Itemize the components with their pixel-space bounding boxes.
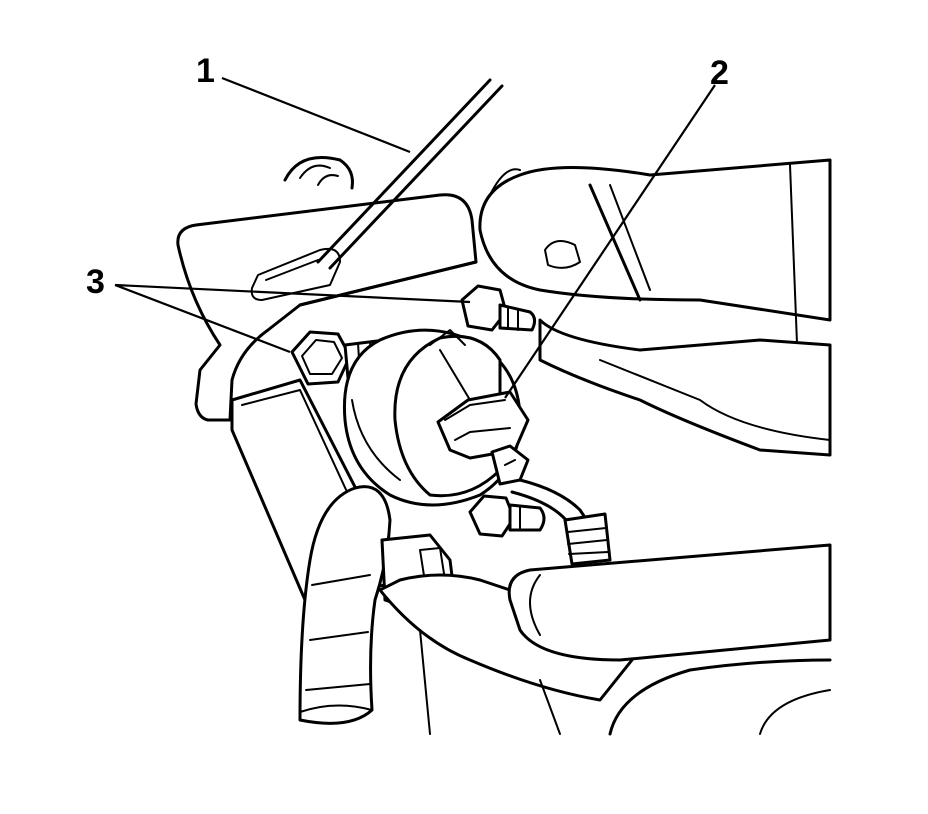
upper-mounting-bolt (460, 284, 537, 332)
callout-3: 3 (86, 263, 105, 301)
leader-line-2 (504, 84, 716, 399)
upper-left-fragment (283, 156, 354, 190)
lower-right-fragment (608, 658, 832, 736)
right-body (538, 318, 832, 457)
leader-line-3a (114, 283, 291, 354)
leader-line-1 (221, 76, 411, 154)
upper-hose (478, 158, 832, 421)
wire-harness (510, 478, 612, 566)
lower-left-hose (298, 485, 392, 725)
leader-lines (114, 76, 716, 399)
mounting-bracket (176, 193, 478, 422)
electrical-connector (436, 390, 530, 486)
callout-2: 2 (710, 54, 729, 92)
leader-line-3b (114, 283, 471, 304)
lower-mounting-bolt (468, 494, 546, 538)
lower-right-hose (507, 543, 832, 662)
probe-tool (316, 78, 504, 270)
callout-1: 1 (196, 52, 215, 90)
